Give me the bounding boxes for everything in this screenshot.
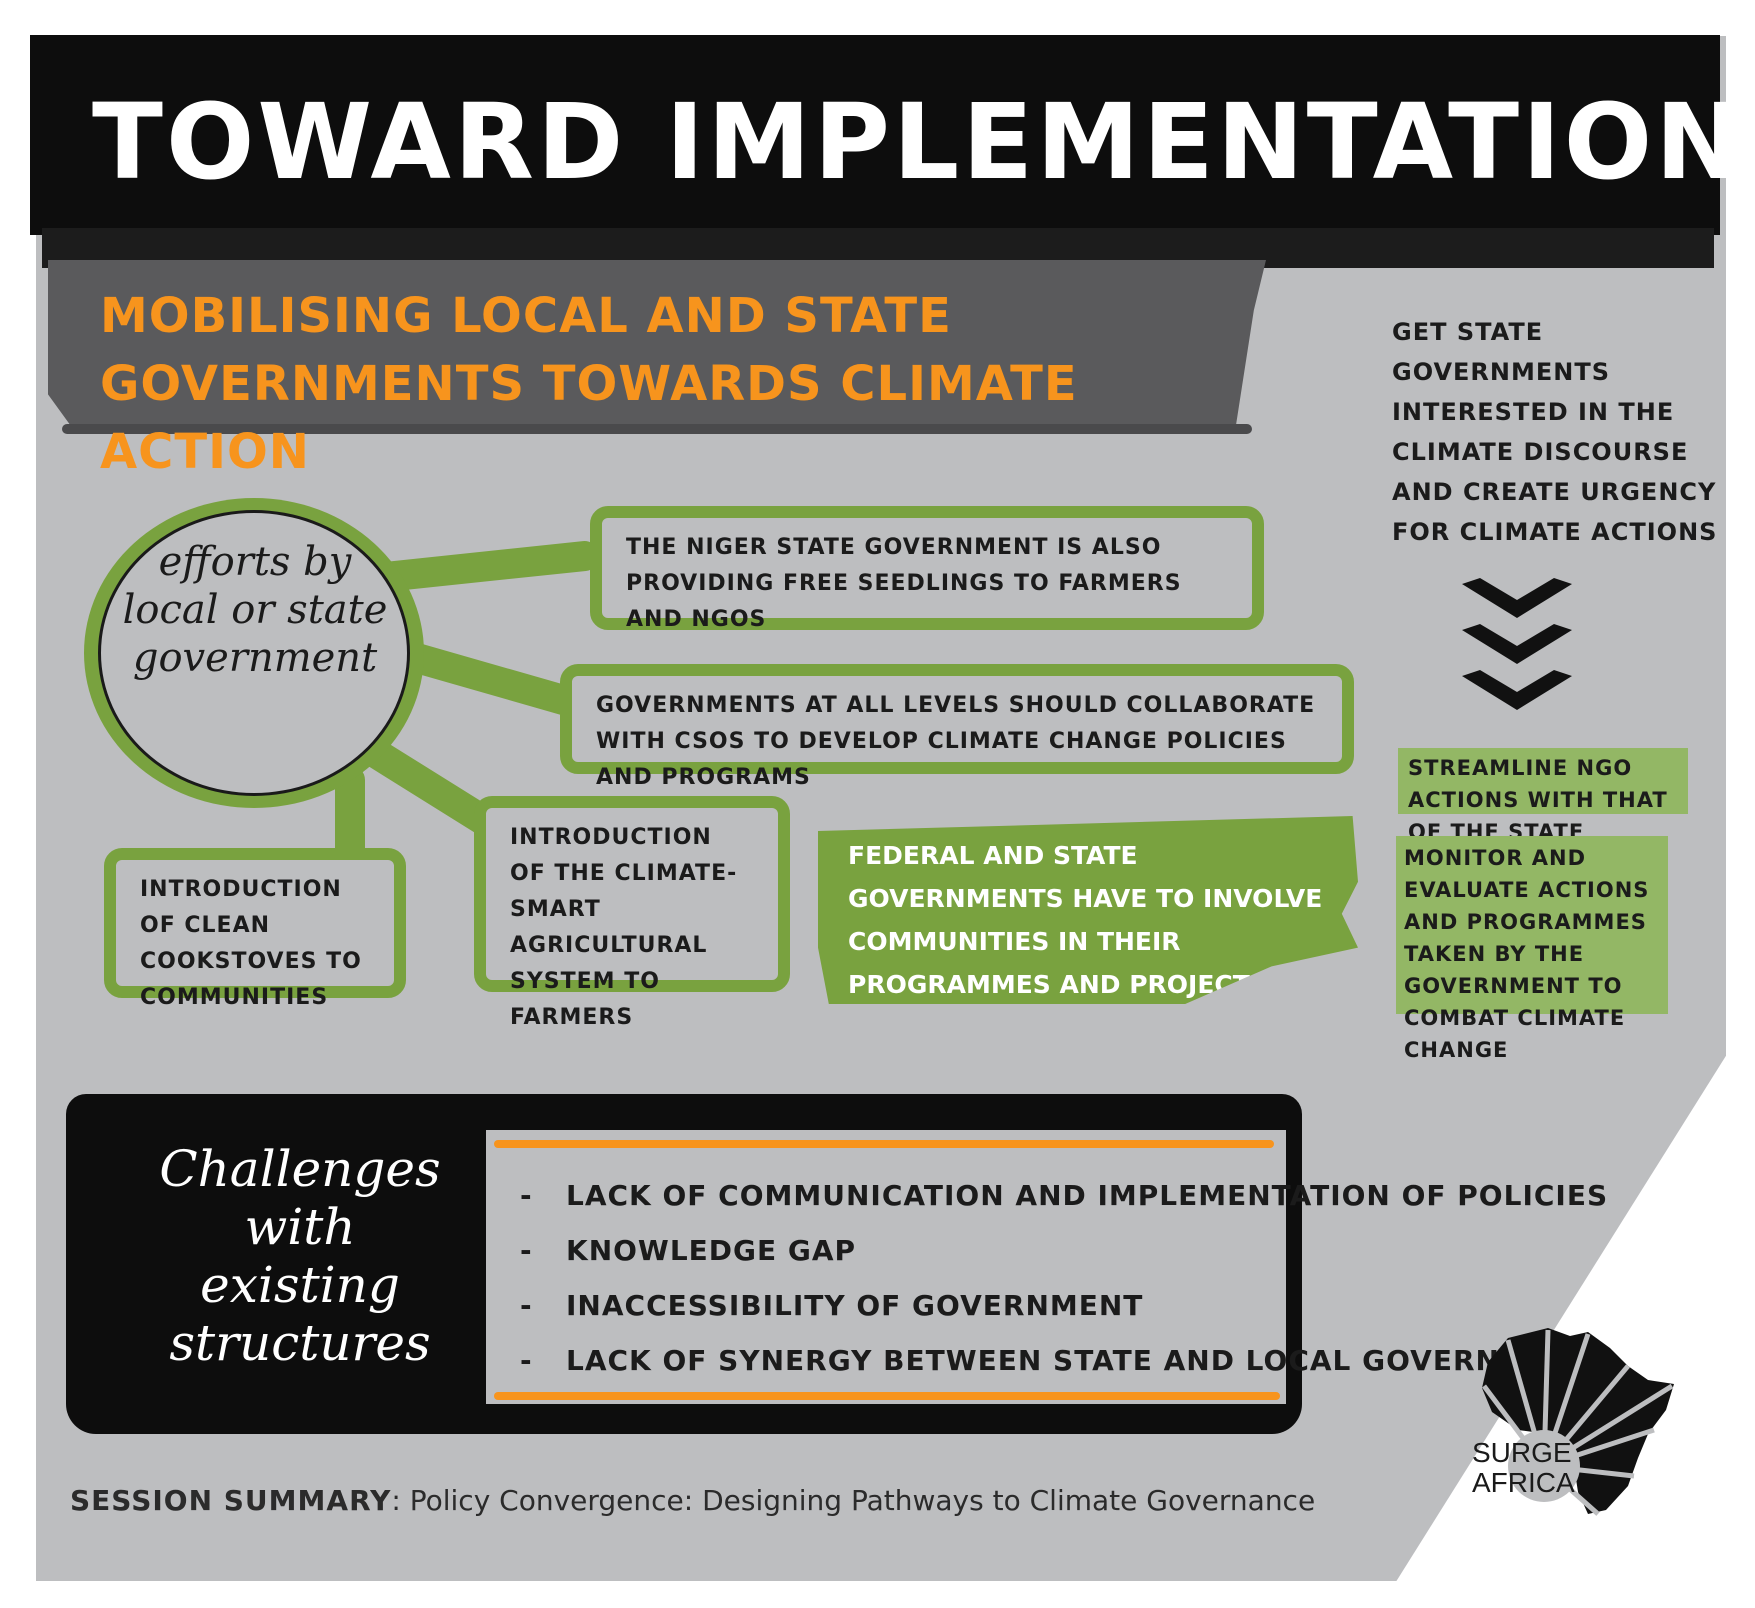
orange-rule-bottom bbox=[494, 1392, 1280, 1400]
challenge-text: LACK OF COMMUNICATION AND IMPLEMENTATION… bbox=[566, 1179, 1609, 1212]
monitor-evaluate-tag: MONITOR AND EVALUATE ACTIONS AND PROGRAM… bbox=[1396, 836, 1668, 1062]
challenge-item: -INACCESSIBILITY OF GOVERNMENT bbox=[520, 1278, 1608, 1333]
logo-line: AFRICA bbox=[1472, 1467, 1575, 1498]
bullet-dash: - bbox=[520, 1289, 533, 1322]
effort-climate-smart: INTRODUCTION OF THE CLIMATE-SMART AGRICU… bbox=[474, 796, 790, 1030]
subtitle: MOBILISING LOCAL AND STATE GOVERNMENTS T… bbox=[100, 288, 1078, 480]
hub-circle-inner bbox=[98, 510, 410, 796]
bullet-dash: - bbox=[520, 1179, 533, 1212]
africa-map-icon bbox=[1482, 1328, 1674, 1516]
challenges-title: Challenges with existing structures bbox=[159, 1140, 441, 1372]
subtitle-band-edge bbox=[62, 424, 1252, 434]
challenges-list: -LACK OF COMMUNICATION AND IMPLEMENTATIO… bbox=[520, 1168, 1608, 1388]
chevron-down-icon bbox=[1462, 624, 1572, 664]
title-bar bbox=[30, 35, 1720, 235]
challenge-text: INACCESSIBILITY OF GOVERNMENT bbox=[566, 1289, 1144, 1322]
session-summary: SESSION SUMMARY: Policy Convergence: Des… bbox=[70, 1484, 1315, 1517]
chevron-down-icon bbox=[1462, 670, 1572, 710]
hub-label: efforts by local or state government bbox=[122, 539, 388, 681]
challenge-text: KNOWLEDGE GAP bbox=[566, 1234, 857, 1267]
session-summary-text: Policy Convergence: Designing Pathways t… bbox=[409, 1484, 1316, 1517]
streamline-ngo-tag: STREAMLINE NGO ACTIONS WITH THAT OF THE … bbox=[1398, 748, 1688, 844]
logo-wordmark: SURGE AFRICA bbox=[1472, 1438, 1575, 1498]
challenge-item: -LACK OF SYNERGY BETWEEN STATE AND LOCAL… bbox=[520, 1333, 1608, 1388]
challenge-text: LACK OF SYNERGY BETWEEN STATE AND LOCAL … bbox=[566, 1344, 1594, 1377]
effort-federal-communities: FEDERAL AND STATE GOVERNMENTS HAVE TO IN… bbox=[818, 816, 1358, 1004]
challenges-list-panel bbox=[486, 1130, 1286, 1404]
session-summary-label: SESSION SUMMARY bbox=[70, 1484, 392, 1517]
effort-collaborate-csos: GOVERNMENTS AT ALL LEVELS SHOULD COLLABO… bbox=[560, 664, 1354, 790]
session-summary-separator: : bbox=[391, 1484, 410, 1517]
logo-line: SURGE bbox=[1472, 1437, 1572, 1468]
right-note: GET STATE GOVERNMENTS INTERESTED IN THE … bbox=[1392, 318, 1718, 546]
subtitle-band bbox=[48, 260, 1266, 428]
challenge-item: -KNOWLEDGE GAP bbox=[520, 1223, 1608, 1278]
challenge-item: -LACK OF COMMUNICATION AND IMPLEMENTATIO… bbox=[520, 1168, 1608, 1223]
bullet-dash: - bbox=[520, 1234, 533, 1267]
effort-clean-cookstoves: INTRODUCTION OF CLEAN COOKSTOVES TO COMM… bbox=[104, 848, 406, 1010]
chevron-down-icon bbox=[1462, 578, 1572, 618]
effort-niger-seedlings: THE NIGER STATE GOVERNMENT IS ALSO PROVI… bbox=[590, 506, 1264, 632]
bullet-dash: - bbox=[520, 1344, 533, 1377]
page-title: TOWARD IMPLEMENTATION bbox=[92, 81, 1746, 203]
orange-rule-top bbox=[494, 1140, 1274, 1148]
